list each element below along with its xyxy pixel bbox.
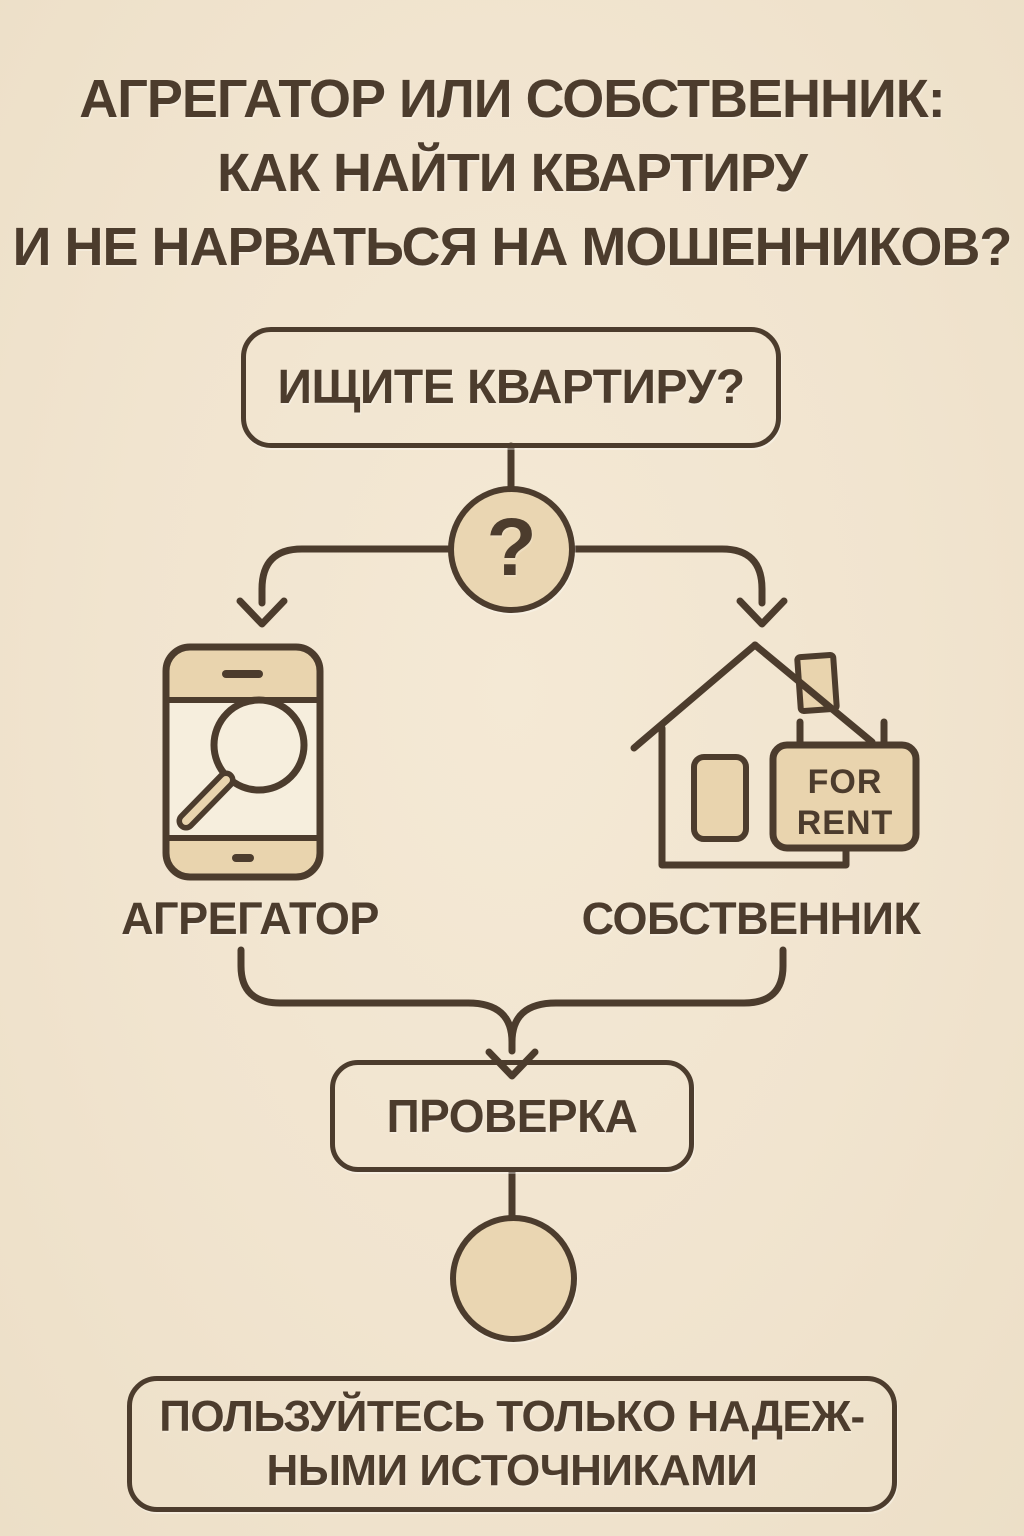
- title-line-2: КАК НАЙТИ КВАРТИРУ: [217, 143, 808, 203]
- house-for-rent-icon: FOR RENT: [630, 641, 920, 869]
- for-rent-sign-board: [769, 741, 920, 852]
- final-advice-line-2: НЫМИ ИСТОЧНИКАМИ: [266, 1446, 758, 1495]
- magnifier-handle-fill: [182, 776, 230, 825]
- page-title: АГРЕГАТОР ИЛИ СОБСТВЕННИК: КАК НАЙТИ КВА…: [0, 62, 1024, 284]
- verification-node-box: ПРОВЕРКА: [330, 1060, 694, 1172]
- house-roof-right: [751, 641, 876, 746]
- phone-home-button: [232, 854, 254, 862]
- start-node-box: ИЩИТЕ КВАРТИРУ?: [241, 327, 781, 448]
- title-line-3: И НЕ НАРВАТЬСЯ НА МОШЕННИКОВ?: [12, 217, 1013, 277]
- connector-converge-left: [237, 946, 516, 1046]
- house-roof-left: [630, 641, 759, 752]
- connector-right-branch: [569, 545, 766, 607]
- phone-speaker: [222, 670, 263, 678]
- aggregator-label: АГРЕГАТОР: [121, 893, 379, 944]
- connector-left-branch: [258, 545, 454, 607]
- house-window: [691, 754, 749, 842]
- verification-node-label: ПРОВЕРКА: [386, 1090, 638, 1142]
- phone-search-icon: [162, 643, 324, 881]
- result-node-circle: [450, 1215, 577, 1342]
- start-node-label: ИЩИТЕ КВАРТИРУ?: [277, 361, 745, 414]
- title-line-1: АГРЕГАТОР ИЛИ СОБСТВЕННИК:: [79, 69, 946, 129]
- for-rent-sign-line2: RENT: [797, 804, 894, 842]
- connector-converge-right: [508, 946, 787, 1046]
- final-advice-box: ПОЛЬЗУЙТЕСЬ ТОЛЬКО НАДЕЖ- НЫМИ ИСТОЧНИКА…: [127, 1376, 897, 1512]
- magnifier-glass: [210, 696, 308, 794]
- arrowhead-right-icon: [736, 597, 788, 628]
- final-advice-line-1: ПОЛЬЗУЙТЕСЬ ТОЛЬКО НАДЕЖ-: [159, 1392, 865, 1441]
- question-mark-icon: ?: [486, 501, 537, 593]
- for-rent-sign-line1: FOR: [808, 763, 883, 801]
- decision-node-circle: ?: [448, 486, 575, 613]
- phone-outline: [162, 643, 324, 881]
- owner-label: СОБСТВЕННИК: [581, 893, 921, 944]
- arrowhead-left-icon: [236, 597, 288, 628]
